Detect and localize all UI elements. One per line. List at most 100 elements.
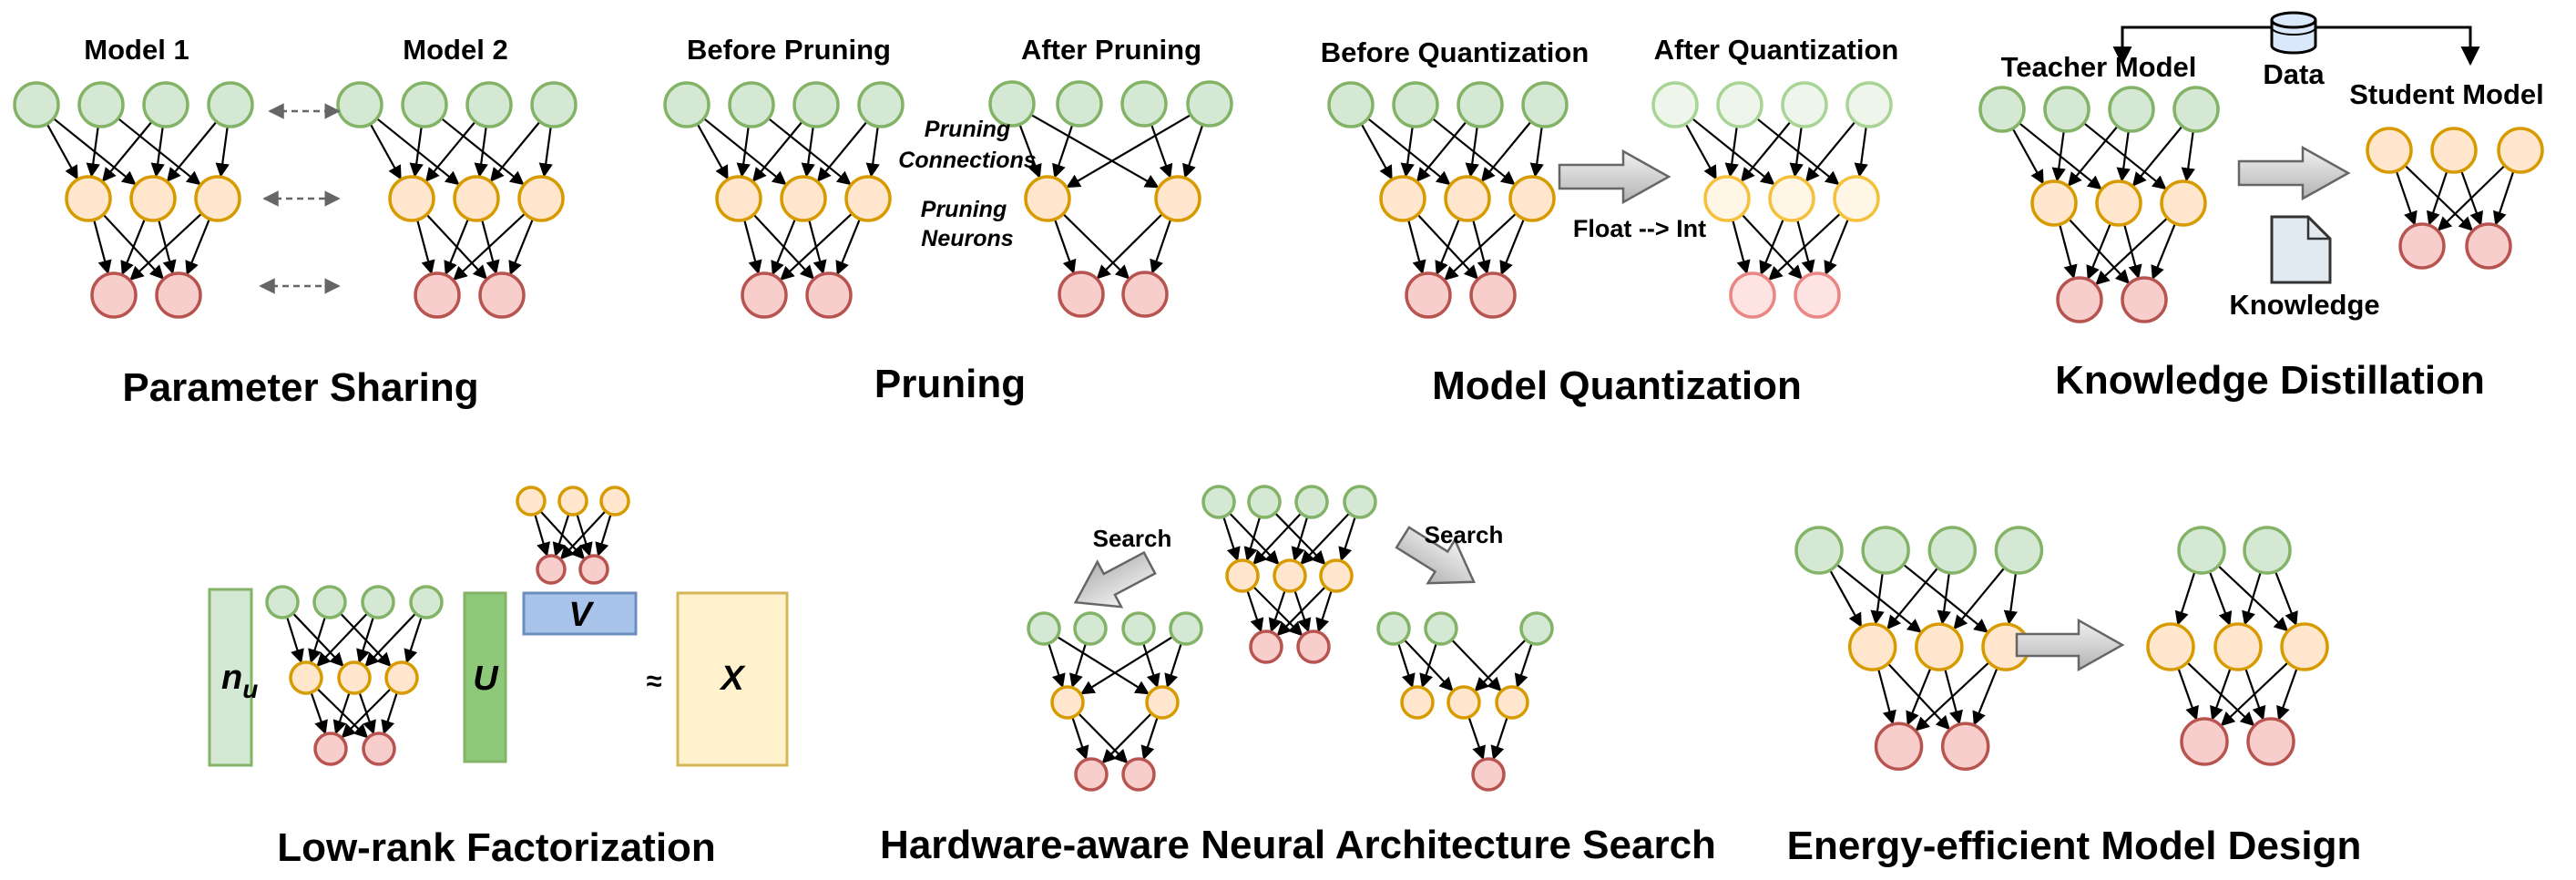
neuron-node bbox=[2108, 86, 2155, 133]
connection-arrow bbox=[1877, 668, 1896, 725]
network-lowrank-top bbox=[516, 486, 630, 585]
neuron-node bbox=[2030, 179, 2078, 227]
connection-arrow bbox=[865, 126, 880, 178]
approx-symbol: ≈ bbox=[646, 665, 661, 697]
neuron-node bbox=[1121, 611, 1156, 646]
search-left-label: Search bbox=[1093, 525, 1172, 552]
model-1-label: Model 1 bbox=[84, 34, 189, 66]
neuron-node bbox=[988, 80, 1036, 128]
neuron-node bbox=[1058, 271, 1105, 318]
search-right-label: Search bbox=[1425, 521, 1504, 548]
neuron-node bbox=[1424, 611, 1458, 646]
neuron-node bbox=[1027, 611, 1061, 646]
connection-arrow bbox=[1066, 114, 1191, 189]
connection-arrow bbox=[1490, 716, 1508, 761]
connection-arrow bbox=[736, 126, 751, 178]
neuron-node bbox=[1225, 558, 1260, 593]
neuron-node bbox=[1400, 685, 1435, 720]
neuron-node bbox=[1376, 611, 1411, 646]
panel-lowrank: nu U V ≈ X Low-rank Factorization bbox=[208, 486, 789, 870]
connection-arrow bbox=[1030, 113, 1160, 189]
panel-pruning: Before Pruning After Pruning Pruning Con… bbox=[663, 34, 1233, 406]
connection-arrow bbox=[1480, 120, 1532, 182]
neuron-node bbox=[129, 175, 177, 222]
connection-arrow bbox=[1101, 712, 1152, 764]
neuron-node bbox=[336, 81, 383, 128]
connection-arrow bbox=[166, 120, 218, 182]
connection-arrow bbox=[1499, 218, 1525, 276]
connection-arrow bbox=[101, 120, 153, 182]
connection-arrow bbox=[1474, 639, 1527, 692]
neuron-node bbox=[313, 732, 348, 766]
connection-arrow bbox=[2210, 668, 2232, 721]
connection-arrow bbox=[1018, 124, 1042, 179]
connection-arrow bbox=[2492, 170, 2515, 226]
connection-arrow bbox=[1069, 642, 1088, 689]
connection-arrow bbox=[2086, 222, 2111, 281]
connection-arrow bbox=[1724, 126, 1739, 178]
neuron-node bbox=[2465, 222, 2512, 270]
neuron-node bbox=[2398, 222, 2446, 270]
model-quantization-title: Model Quantization bbox=[1432, 363, 1802, 408]
neuron-node bbox=[2430, 127, 2478, 174]
connection-arrow bbox=[424, 120, 476, 182]
neuron-node bbox=[2160, 179, 2207, 227]
teacher-model-label: Teacher Model bbox=[2001, 51, 2197, 83]
connection-arrow bbox=[2095, 217, 2169, 286]
neuron-node bbox=[728, 81, 775, 128]
network-nas-supernet bbox=[1201, 485, 1377, 664]
connection-arrow bbox=[2177, 668, 2199, 721]
connection-arrow bbox=[1246, 589, 1264, 633]
neuron-node bbox=[142, 81, 189, 128]
matrix-v-label: V bbox=[568, 596, 594, 634]
neuron-node bbox=[2172, 86, 2220, 133]
before-pruning-label: Before Pruning bbox=[687, 34, 891, 66]
connection-arrow bbox=[1684, 123, 1717, 180]
connection-arrow bbox=[1444, 212, 1518, 281]
neuron-node bbox=[207, 81, 254, 128]
database-icon bbox=[2270, 11, 2317, 55]
connection-arrow bbox=[93, 219, 112, 275]
connection-arrow bbox=[1732, 219, 1751, 275]
neuron-node bbox=[361, 585, 395, 619]
connection-arrow bbox=[1407, 219, 1426, 275]
neuron-node bbox=[1379, 175, 1426, 222]
neuron-node bbox=[1273, 558, 1307, 593]
after-pruning-label: After Pruning bbox=[1021, 34, 1201, 66]
connection-arrow bbox=[1243, 516, 1262, 562]
neuron-node bbox=[1296, 629, 1331, 664]
connection-arrow bbox=[1150, 219, 1172, 274]
connection-arrow bbox=[1338, 516, 1356, 562]
neuron-node bbox=[362, 732, 396, 766]
neuron-node bbox=[1521, 81, 1569, 128]
connection-arrow bbox=[1150, 124, 1173, 179]
neuron-node bbox=[1120, 80, 1168, 128]
connection-arrow bbox=[308, 616, 326, 664]
neuron-node bbox=[2180, 717, 2229, 766]
neuron-node bbox=[1405, 271, 1452, 319]
network-energy-after bbox=[2146, 526, 2329, 766]
neuron-node bbox=[1794, 271, 1841, 319]
neuron-node bbox=[1392, 81, 1439, 128]
connection-arrow bbox=[801, 126, 815, 178]
connection-arrow bbox=[1397, 642, 1416, 689]
connection-arrow bbox=[1467, 716, 1486, 761]
neuron-node bbox=[536, 554, 567, 585]
connection-arrow bbox=[1937, 572, 1951, 625]
connection-arrow bbox=[2426, 170, 2448, 226]
neuron-node bbox=[2043, 86, 2090, 133]
connection-arrow bbox=[2131, 125, 2183, 187]
neuron-node bbox=[65, 175, 112, 222]
neuron-node bbox=[1978, 86, 2026, 133]
energy-efficient-design-title: Energy-efficient Model Design bbox=[1787, 824, 2362, 868]
neuron-node bbox=[1186, 80, 1233, 128]
neuron-node bbox=[1861, 526, 1910, 575]
neuron-node bbox=[663, 81, 710, 128]
network-teacher bbox=[1978, 86, 2220, 323]
matrix-x bbox=[676, 591, 789, 767]
connection-arrow bbox=[474, 126, 488, 178]
connection-arrow bbox=[453, 212, 526, 281]
neuron-node bbox=[401, 81, 448, 128]
neuron-node bbox=[1024, 175, 1071, 222]
connection-arrow bbox=[1291, 516, 1309, 562]
